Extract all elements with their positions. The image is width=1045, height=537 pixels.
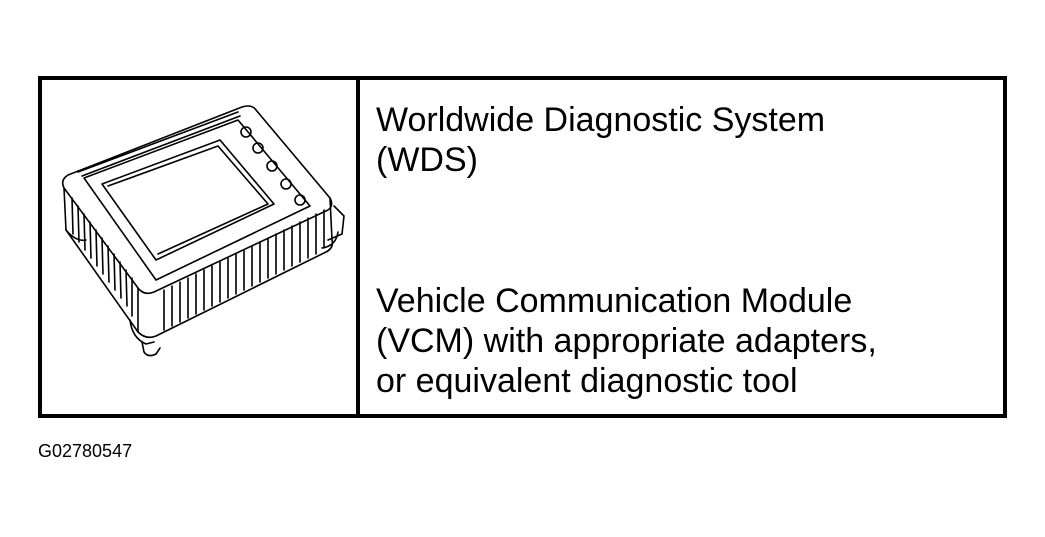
tool-table: Worldwide Diagnostic System (WDS) Vehicl… [38,76,1007,418]
tool-secondary-description: Vehicle Communication Module (VCM) with … [376,282,877,400]
figure-code: G02780547 [38,441,133,461]
illustration-cell [42,80,360,414]
description-cell: Worldwide Diagnostic System (WDS) Vehicl… [360,80,1003,414]
tool-primary-description: Worldwide Diagnostic System (WDS) [376,101,826,179]
diagnostic-tablet-icon [61,105,345,357]
